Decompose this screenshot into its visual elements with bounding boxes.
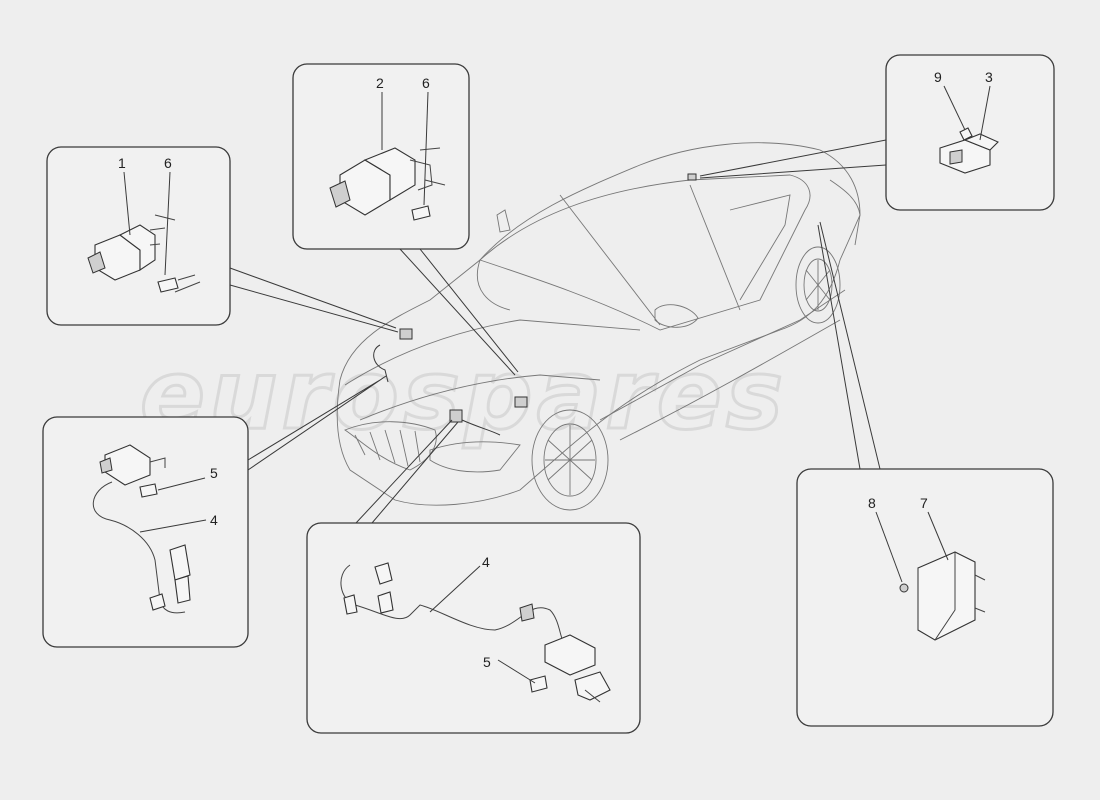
callout-line-panel-1 (229, 267, 399, 333)
callout-line-panel-4-left (247, 375, 387, 471)
car-part-sensor-2 (514, 396, 528, 408)
callout-line-panel-3 (699, 139, 887, 179)
callout-line-panel-7 (817, 221, 881, 470)
callout-line-panel-2 (399, 248, 519, 376)
label-part-4-b: 4 (482, 554, 490, 570)
car-wire-1 (373, 344, 389, 383)
panel-4-bottom: 4 5 (306, 522, 641, 734)
label-part-4: 4 (210, 512, 218, 528)
label-part-7: 7 (920, 495, 928, 511)
label-part-5-b: 5 (483, 654, 491, 670)
car-part-sensor-1 (399, 328, 413, 340)
label-part-5: 5 (210, 465, 218, 481)
panel-1: 1 6 (46, 146, 231, 326)
callout-line-panel-4-bottom (355, 419, 459, 524)
label-part-6-b: 6 (422, 75, 430, 91)
car-part-roof-module (687, 173, 697, 181)
label-part-1: 1 (118, 155, 126, 171)
panel-7: 8 7 (796, 468, 1054, 727)
label-part-2: 2 (376, 75, 384, 91)
panel-3: 9 3 (885, 54, 1055, 211)
label-part-9: 9 (934, 69, 942, 85)
car-part-sensor-3 (449, 409, 463, 423)
panel-2: 2 6 (292, 63, 470, 250)
label-part-8: 8 (868, 495, 876, 511)
panel-4-left: 5 4 (42, 416, 249, 648)
car-wire-2 (461, 419, 501, 436)
label-part-3: 3 (985, 69, 993, 85)
car-illustration (336, 142, 861, 511)
label-part-6: 6 (164, 155, 172, 171)
